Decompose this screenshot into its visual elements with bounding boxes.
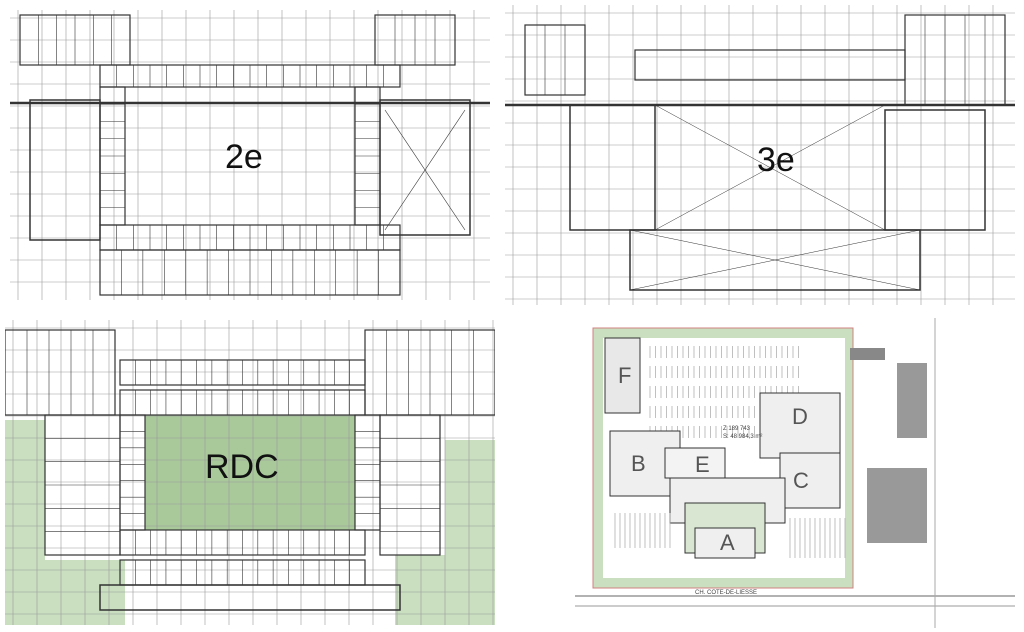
building-label-b: B (631, 451, 646, 476)
neighbor-building (850, 348, 885, 360)
floor-plan-3e: 3e (505, 5, 1015, 305)
roof-line (629, 229, 921, 291)
building-d (759, 392, 841, 459)
building-label-a: A (720, 530, 735, 555)
landscape-area (445, 440, 495, 625)
neighbor-building (867, 468, 927, 543)
landscape-area (395, 555, 445, 625)
roof-line (654, 104, 886, 231)
coordinates-text: Z 189 743 (723, 426, 751, 432)
wing (119, 414, 146, 531)
site-plan-drawing (575, 318, 1015, 628)
area-text: S: 48 984,3 m² (723, 434, 763, 440)
wall (884, 109, 986, 231)
neighbor-building (897, 363, 927, 438)
wall (634, 49, 906, 81)
building-label-e: E (695, 452, 710, 477)
wing (99, 64, 401, 88)
floor-label-2e: 2e (225, 138, 263, 176)
floor-plan-rdc-drawing (5, 320, 495, 625)
floor-label-3e: 3e (757, 141, 795, 179)
floor-plan-2e: 2e (10, 10, 490, 300)
building-label-f: F (618, 363, 632, 388)
floor-plan-rdc: RDC (5, 320, 495, 625)
wall (379, 99, 471, 236)
building-f (604, 337, 641, 414)
building-e (664, 447, 726, 479)
wing (524, 24, 586, 96)
wing (99, 249, 401, 296)
roof-line (384, 109, 466, 231)
landscape-area (5, 420, 45, 625)
wall (629, 229, 921, 291)
floor-plan-2e-drawing (10, 10, 490, 300)
building-a (694, 527, 756, 559)
site-plan: A B C D E F Z 189 743 S: 48 984,3 m² CH.… (575, 318, 1015, 628)
wing (354, 414, 381, 531)
building-c (779, 452, 841, 509)
street-label: CH. COTE-DE-LIESSE (695, 590, 758, 596)
wing (364, 329, 495, 416)
floor-plan-3e-drawing (505, 5, 1015, 305)
building-label-c: C (793, 468, 809, 493)
wing (904, 14, 1006, 106)
wall (99, 584, 401, 611)
wing (5, 329, 116, 416)
wing (374, 14, 456, 66)
floor-label-rdc: RDC (205, 448, 279, 486)
building-label-d: D (792, 404, 808, 429)
wall (29, 99, 101, 241)
wing (19, 14, 131, 66)
courtyard (145, 415, 355, 530)
